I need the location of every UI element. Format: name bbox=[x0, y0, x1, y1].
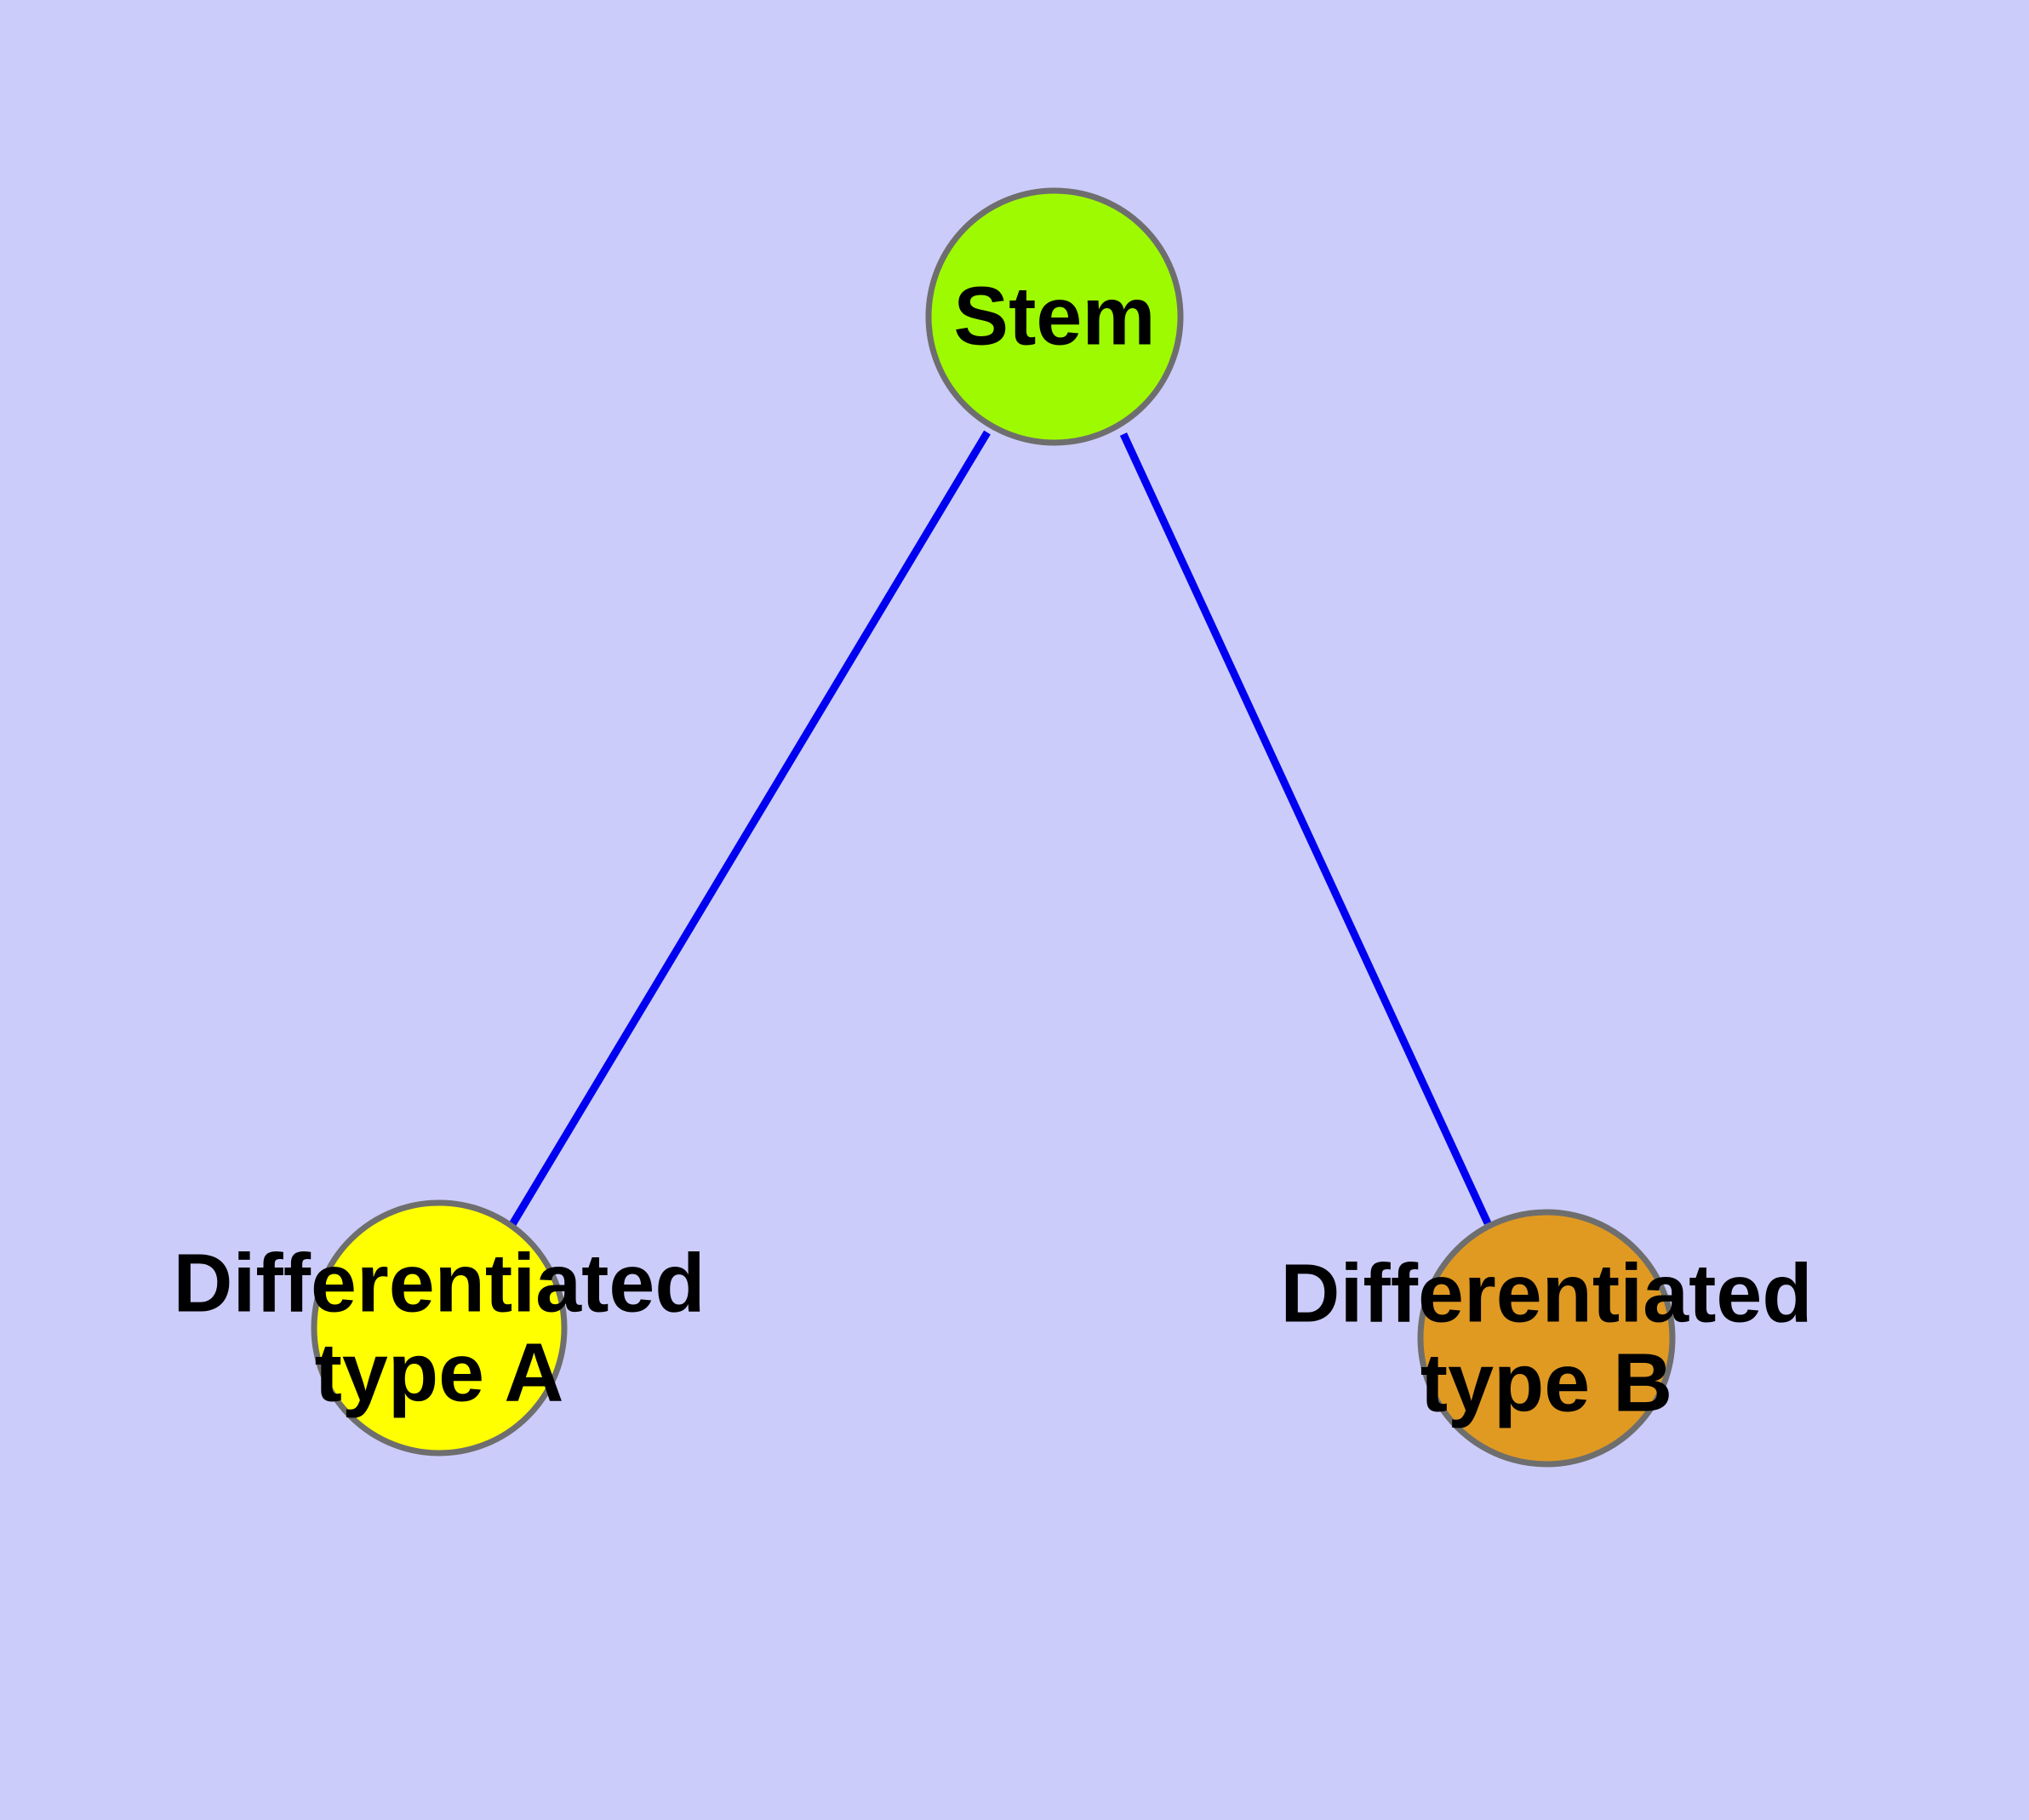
node-circle-differentiated-type-a[interactable] bbox=[311, 1199, 568, 1457]
edge-stem-to-differentiated-type-b[interactable] bbox=[1119, 432, 1492, 1225]
node-circle-stem[interactable] bbox=[925, 187, 1184, 446]
node-layer bbox=[311, 187, 1676, 1468]
edge-layer bbox=[508, 430, 1492, 1228]
edge-stem-to-differentiated-type-a[interactable] bbox=[508, 430, 991, 1228]
node-circle-differentiated-type-b[interactable] bbox=[1417, 1209, 1676, 1468]
